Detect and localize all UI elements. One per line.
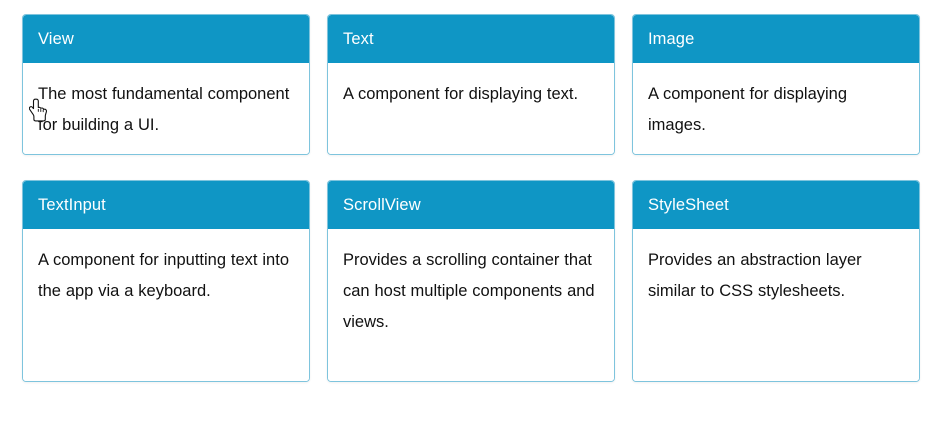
component-card-scrollview[interactable]: ScrollView Provides a scrolling containe…: [327, 180, 615, 382]
card-description: Provides a scrolling container that can …: [343, 251, 595, 331]
card-body-scrollview: Provides a scrolling container that can …: [328, 229, 614, 381]
card-description: Provides an abstraction layer similar to…: [648, 251, 862, 300]
card-description: A component for inputting text into the …: [38, 251, 289, 300]
card-title: Text: [343, 29, 374, 48]
card-header-image: Image: [633, 15, 919, 63]
card-body-textinput: A component for inputting text into the …: [23, 229, 309, 381]
component-card-textinput[interactable]: TextInput A component for inputting text…: [22, 180, 310, 382]
card-header-scrollview: ScrollView: [328, 181, 614, 229]
card-description: The most fundamental component for build…: [38, 85, 290, 134]
card-body-view: The most fundamental component for build…: [23, 63, 309, 154]
component-card-grid: View The most fundamental component for …: [22, 14, 920, 382]
card-body-stylesheet: Provides an abstraction layer similar to…: [633, 229, 919, 381]
card-title: ScrollView: [343, 195, 421, 214]
card-title: TextInput: [38, 195, 106, 214]
card-header-text: Text: [328, 15, 614, 63]
card-title: View: [38, 29, 74, 48]
card-title: StyleSheet: [648, 195, 729, 214]
card-title: Image: [648, 29, 695, 48]
card-description: A component for displaying text.: [343, 85, 579, 103]
component-card-stylesheet[interactable]: StyleSheet Provides an abstraction layer…: [632, 180, 920, 382]
card-description: A component for displaying images.: [648, 85, 848, 134]
card-header-textinput: TextInput: [23, 181, 309, 229]
card-header-stylesheet: StyleSheet: [633, 181, 919, 229]
component-card-view[interactable]: View The most fundamental component for …: [22, 14, 310, 155]
card-body-image: A component for displaying images.: [633, 63, 919, 154]
card-header-view: View: [23, 15, 309, 63]
component-card-image[interactable]: Image A component for displaying images.: [632, 14, 920, 155]
component-card-text[interactable]: Text A component for displaying text.: [327, 14, 615, 155]
card-body-text: A component for displaying text.: [328, 63, 614, 154]
